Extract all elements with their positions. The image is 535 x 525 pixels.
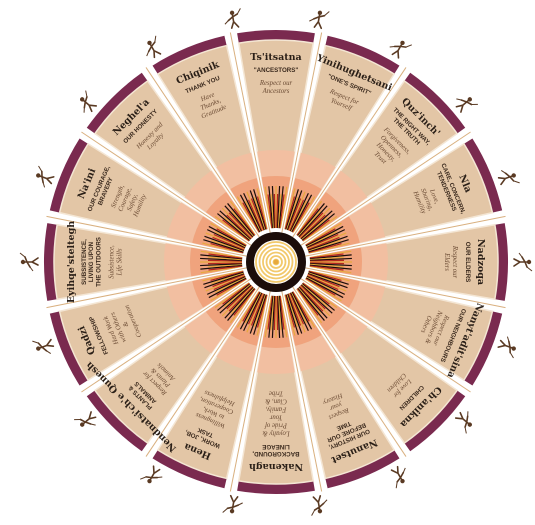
caribou-icon [453, 91, 478, 116]
sector-native-name: Ts'itsatna [250, 52, 301, 63]
sunburst-ray [208, 263, 242, 264]
sector-native-name: Nadzoqa [475, 239, 486, 285]
hunter-icon [497, 335, 520, 358]
sector-heading: SUBSISTENCE,LIVING UPONTHE OUTDOORS [81, 237, 102, 287]
center-sun [246, 232, 306, 292]
warrior-icon [387, 36, 412, 61]
center-sun-dot [274, 260, 279, 265]
outer-band-segment [164, 243, 191, 281]
sector-heading: "ANCESTORS" [254, 67, 299, 74]
hunter-icon [74, 91, 99, 116]
moose-icon [74, 408, 99, 433]
hunter-icon [140, 464, 165, 489]
hunter-icon [514, 253, 532, 271]
sector-body-text: Subsistence,Life Skills [109, 245, 124, 279]
outer-band-segment [257, 150, 295, 177]
sunburst-ray [277, 296, 278, 330]
outer-band-segment [361, 243, 388, 281]
drummer-icon [387, 464, 412, 489]
sunburst-ray [310, 260, 344, 261]
dancer-icon [453, 408, 478, 433]
caribou-icon [308, 495, 329, 516]
caribou-icon [223, 495, 244, 516]
sector-heading: OUR ELDERS [464, 242, 471, 283]
drummer-icon [140, 36, 165, 61]
sunburst-ray [274, 194, 275, 228]
rider-icon [308, 8, 329, 29]
sector-native-name: Nakenagh [249, 461, 303, 472]
caribou-icon [223, 8, 244, 29]
outer-band-segment [257, 347, 295, 374]
caribou-icon [32, 335, 55, 358]
caribou-icon [497, 166, 520, 189]
hunter-icon [32, 166, 55, 189]
sector-body-text: Respect ourAncestors [259, 80, 293, 95]
sector-native-name: Eyihqe'steltegh [66, 221, 77, 303]
moose-icon [20, 253, 38, 271]
